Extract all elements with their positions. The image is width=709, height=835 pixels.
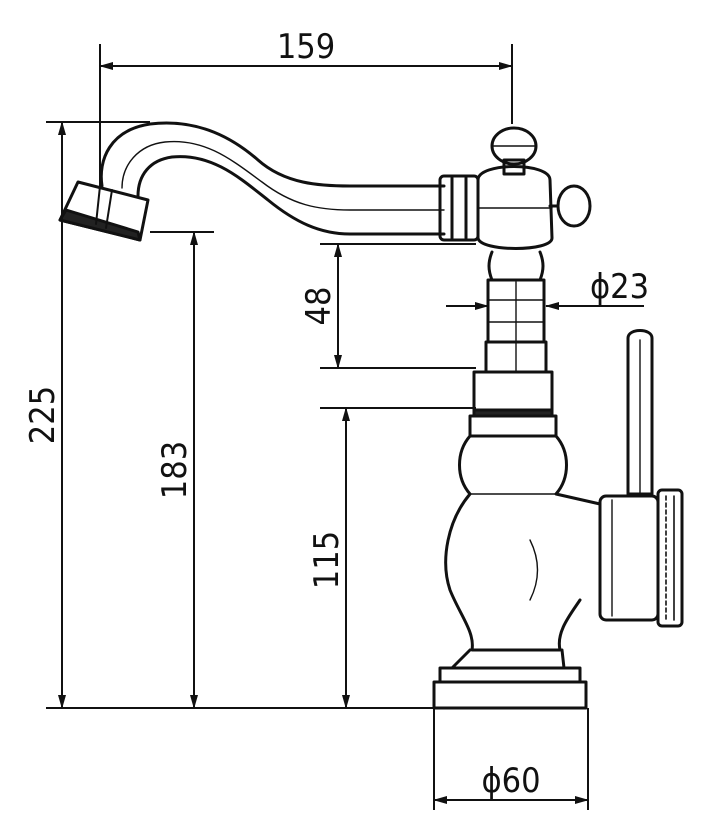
- main-body: [444, 434, 602, 652]
- dim-label-60: ϕ60: [481, 761, 540, 801]
- dimension-labels: 159 225 183 48 115 ϕ23 ϕ60: [23, 27, 649, 801]
- dim-label-183: 183: [155, 441, 195, 499]
- dim-label-159: 159: [277, 27, 335, 67]
- dim-label-48: 48: [299, 287, 339, 326]
- spout: [99, 121, 446, 236]
- dim-label-23: ϕ23: [590, 267, 649, 307]
- dim-label-225: 225: [23, 386, 63, 444]
- column: [484, 250, 548, 374]
- faucet-outline: [58, 121, 684, 710]
- dimension-lines: [46, 44, 644, 810]
- spout-collar: [438, 174, 480, 242]
- aerator-nozzle: [58, 180, 150, 242]
- dim-label-115: 115: [307, 531, 347, 589]
- lever-handle: [626, 329, 654, 496]
- base: [432, 648, 588, 710]
- body-collar: [468, 370, 558, 438]
- valve-head: [476, 126, 592, 250]
- lever-cartridge: [598, 488, 684, 628]
